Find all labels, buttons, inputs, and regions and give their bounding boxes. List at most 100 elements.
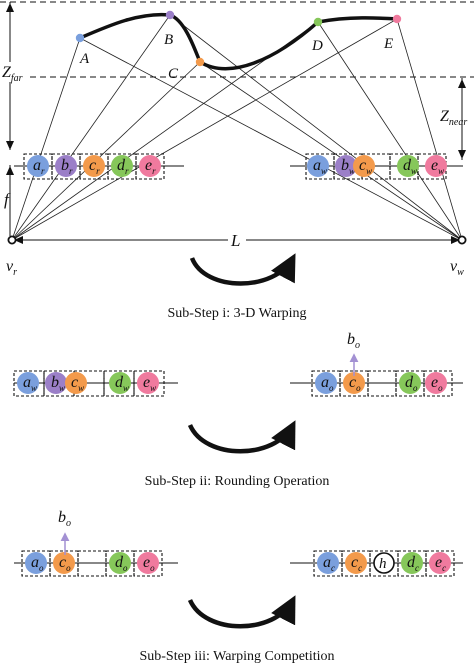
pixel-a-w: aw <box>307 155 329 177</box>
projection-ray <box>199 61 463 241</box>
projection-ray <box>396 18 463 241</box>
pixel-grid-box <box>133 370 165 397</box>
pixel-grid-box <box>311 370 341 397</box>
projection-ray <box>169 14 463 241</box>
surface-curve <box>79 12 398 71</box>
zfar-arrow-bottom-icon <box>6 141 14 150</box>
reference-camera-label: vr <box>6 258 17 278</box>
pixel-grid-box <box>49 550 79 577</box>
pixel-label: ac <box>323 554 335 573</box>
scene-point-label: E <box>383 36 393 52</box>
pixel-grid-box <box>107 153 137 180</box>
pixel-label: cw <box>71 374 84 393</box>
transition-arrow-1-icon <box>189 253 296 286</box>
pixel-label: co <box>59 554 71 573</box>
scene-point-label: B <box>164 32 173 48</box>
scene-point-e <box>392 14 402 24</box>
scene-point-d <box>313 17 323 27</box>
virtual-camera-label: vw <box>450 258 464 278</box>
transition-arrow-3-icon <box>187 595 296 629</box>
pixel-e-w: ew <box>425 155 447 177</box>
pixel-label: ec <box>435 554 446 573</box>
hole-pixel: h <box>373 552 395 574</box>
pixel-grid-box <box>79 153 109 180</box>
pixel-grid-box <box>313 550 343 577</box>
pixel-a-w: aw <box>17 372 39 394</box>
pixel-d-w: dw <box>397 155 419 177</box>
pixel-a-c: ac <box>317 552 339 574</box>
pixel-grid-box <box>339 370 369 397</box>
pixel-c-w: cw <box>65 372 87 394</box>
pixel-label: cc <box>351 554 362 573</box>
pixel-e-o: eo <box>137 552 159 574</box>
f-arrow-top-icon <box>6 166 14 175</box>
pixel-a-o: ao <box>25 552 47 574</box>
pixel-label: dw <box>115 374 129 393</box>
pixel-label: aw <box>23 374 37 393</box>
pixel-label: ew <box>431 157 444 176</box>
scene-point-label: A <box>79 51 90 67</box>
hole-label: h <box>379 556 387 572</box>
baseline-arrow-right-icon <box>451 236 460 244</box>
step3-caption: Sub-Step iii: Warping Competition <box>139 649 334 664</box>
pixel-e-c: ec <box>429 552 451 574</box>
pixel-d-o: do <box>399 372 421 394</box>
projection-ray <box>11 14 171 241</box>
pixel-grid-box <box>341 550 371 577</box>
scene-point-label: D <box>311 38 323 54</box>
pixel-label: bw <box>341 157 355 176</box>
pixel-c-r: cr <box>83 155 105 177</box>
pixel-label: do <box>405 374 418 393</box>
pixel-b-r: br <box>55 155 77 177</box>
scene-point-a <box>75 33 85 43</box>
pixel-grid-box <box>369 550 399 577</box>
pixel-a-r: ar <box>27 155 49 177</box>
pixel-grid-box <box>23 153 53 180</box>
pixel-c-c: cc <box>345 552 367 574</box>
pixel-label: er <box>145 157 156 176</box>
step1-caption: Sub-Step i: 3-D Warping <box>168 306 307 321</box>
pixel-grid-box <box>51 153 81 180</box>
pixel-label: dc <box>407 554 419 573</box>
pixel-label: ar <box>33 157 45 176</box>
projection-ray <box>79 37 463 241</box>
virtual-camera-icon <box>457 235 467 245</box>
pixel-label: do <box>115 554 128 573</box>
pixel-d-r: dr <box>111 155 133 177</box>
pixel-c-o: co <box>343 372 365 394</box>
pixel-grid-box <box>133 550 163 577</box>
zfar-arrow-top-icon <box>6 3 14 12</box>
pixel-grid-box <box>77 550 107 577</box>
pixel-d-w: dw <box>109 372 131 394</box>
transition-arrow-2-icon <box>187 420 296 454</box>
pixel-d-o: do <box>109 552 131 574</box>
znear-label: Znear <box>440 108 467 128</box>
step3-popped-label: bo <box>58 509 71 529</box>
pixel-c-w: cw <box>353 155 375 177</box>
f-label: f <box>4 190 11 209</box>
pixel-a-o: ao <box>315 372 337 394</box>
reference-camera-icon <box>7 235 17 245</box>
baseline-arrow-left-icon <box>14 236 23 244</box>
projection-ray <box>11 61 201 241</box>
projection-ray <box>11 37 81 241</box>
pixel-grid-box <box>423 370 453 397</box>
pixel-c-o: co <box>53 552 75 574</box>
pixel-grid-box <box>105 550 135 577</box>
pixel-b-w: bw <box>335 155 357 177</box>
pixel-grid-box <box>425 550 455 577</box>
pixel-grid-box <box>367 370 397 397</box>
znear-arrow-bottom-icon <box>458 150 466 159</box>
pixel-label: dw <box>403 157 417 176</box>
pixel-label: eo <box>431 374 443 393</box>
zfar-label: Zfar <box>2 64 23 84</box>
pixel-label: ao <box>321 374 334 393</box>
